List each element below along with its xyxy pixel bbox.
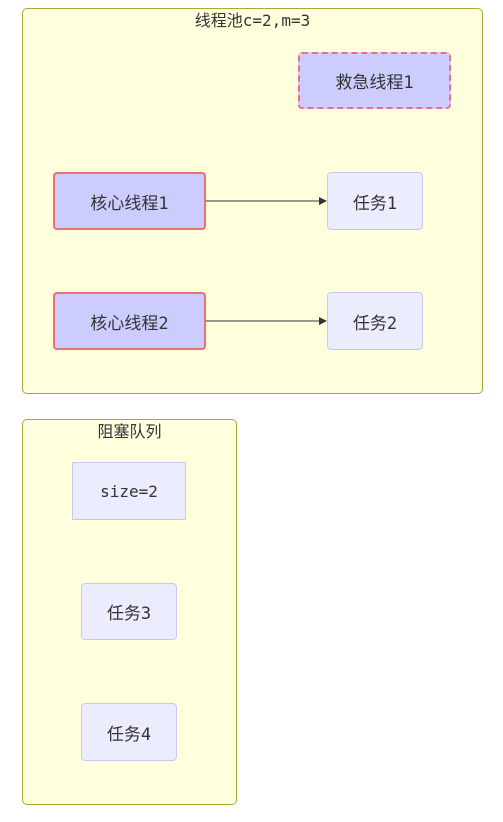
task-1-node[interactable]: 任务1 [327,172,423,230]
core-thread-1-node[interactable]: 核心线程1 [53,172,206,230]
queue-size-node[interactable]: size=2 [72,462,186,520]
task-2-node[interactable]: 任务2 [327,292,423,350]
task-3-label: 任务3 [106,604,152,624]
blocking-queue-title: 阻塞队列 [97,422,162,441]
task-3-node[interactable]: 任务3 [81,583,177,640]
queue-size-label: size=2 [100,481,158,501]
task-2-label: 任务2 [352,313,398,334]
emergency-thread-node[interactable]: 救急线程1 [298,52,451,109]
core-thread-2-node[interactable]: 核心线程2 [53,292,206,350]
emergency-thread-label: 救急线程1 [335,73,414,93]
task-4-label: 任务4 [106,724,152,745]
core-thread-2-label: 核心线程2 [90,313,169,334]
core-thread-1-label: 核心线程1 [90,193,169,214]
thread-pool-title: 线程池c=2,m=3 [194,11,311,30]
task-1-label: 任务1 [352,193,398,214]
task-4-node[interactable]: 任务4 [81,703,177,761]
